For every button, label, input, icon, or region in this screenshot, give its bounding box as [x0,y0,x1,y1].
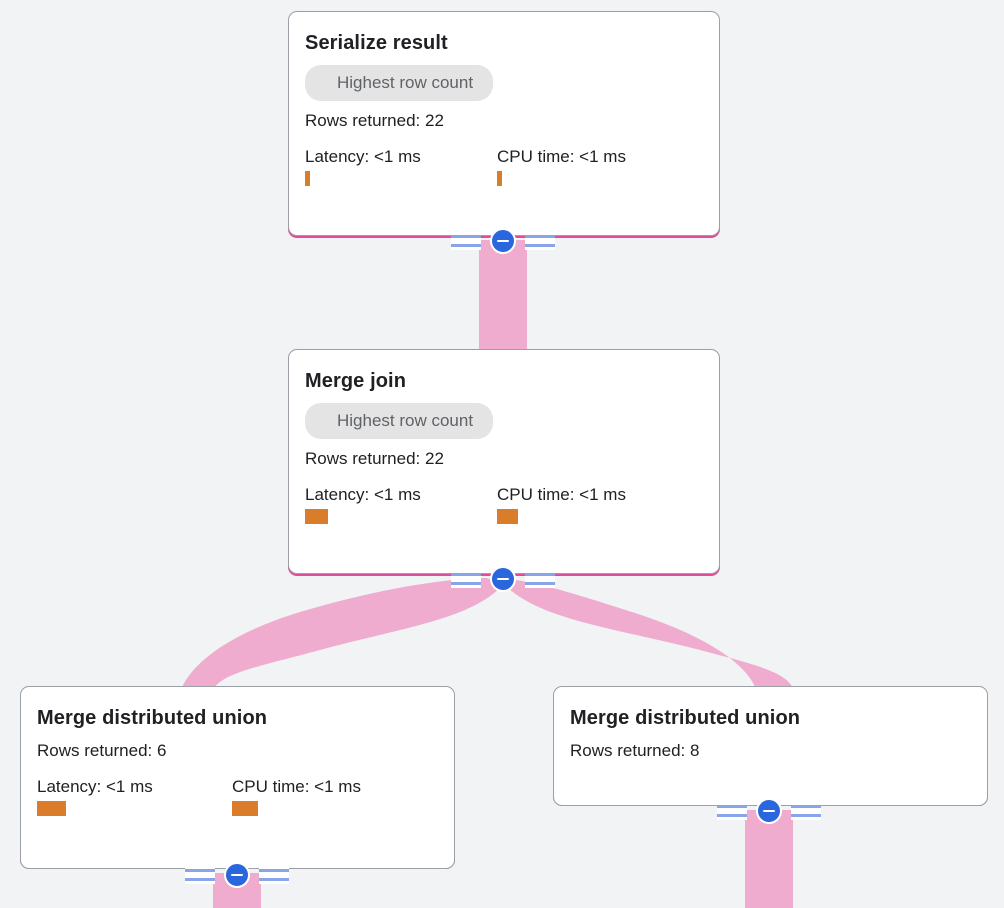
node-rows-returned: Rows returned: 22 [305,449,444,468]
toggle-rails [451,570,555,588]
metric-cpu-time-label: CPU time: <1 ms [497,485,626,504]
rail-line [791,805,821,808]
node-card-merge-join[interactable]: Merge join Highest row count Rows return… [288,349,720,574]
rail-line [185,869,215,872]
rail-line [525,244,555,247]
node-card-merge-distributed-union-right[interactable]: Merge distributed union Rows returned: 8 [553,686,988,806]
node-title: Merge distributed union [37,707,268,729]
node-card-merge-distributed-union-left[interactable]: Merge distributed union Rows returned: 6… [20,686,455,869]
metric-cpu-time: CPU time: <1 ms [497,146,626,186]
node-metrics: Latency: <1 ms CPU time: <1 ms [37,776,438,816]
metric-latency-label: Latency: <1 ms [305,147,421,166]
metric-latency-label: Latency: <1 ms [37,777,153,796]
minus-glyph [497,577,509,581]
node-badge-highest-row-count: Highest row count [305,403,494,439]
metric-cpu-time: CPU time: <1 ms [232,776,361,816]
minus-circle-icon[interactable] [490,566,516,592]
metric-cpu-time-bar [232,801,258,816]
minus-glyph [763,809,775,813]
collapse-toggle-merge-distributed-union-left[interactable] [185,862,289,888]
toggle-rails [717,802,821,820]
node-metrics: Latency: <1 ms CPU time: <1 ms [305,146,703,186]
edge-union-right-to-child [745,810,793,908]
minus-glyph [497,239,509,243]
collapse-toggle-merge-distributed-union-right[interactable] [717,798,821,824]
rail-line [451,582,481,585]
node-body: Serialize result Highest row count Rows … [289,12,719,200]
minus-circle-icon[interactable] [756,798,782,824]
node-title: Serialize result [305,32,448,54]
rail-line [451,244,481,247]
rail-line [525,573,555,576]
rail-line [451,573,481,576]
node-rows-returned: Rows returned: 8 [570,741,700,760]
metric-latency-bar [305,509,328,524]
rail-line [717,805,747,808]
node-badge-highest-row-count: Highest row count [305,65,494,101]
collapse-toggle-merge-join[interactable] [451,566,555,592]
metric-cpu-time-label: CPU time: <1 ms [497,147,626,166]
toggle-rails [185,866,289,884]
node-body: Merge distributed union Rows returned: 8 [554,687,987,776]
node-body: Merge distributed union Rows returned: 6… [21,687,454,830]
collapse-toggle-serialize-result[interactable] [451,228,555,254]
edge-mergejoin-to-union-right [489,578,793,692]
node-metrics: Latency: <1 ms CPU time: <1 ms [305,484,703,524]
node-body: Merge join Highest row count Rows return… [289,350,719,538]
rail-line [259,878,289,881]
metric-latency: Latency: <1 ms [305,484,497,524]
metric-cpu-time-label: CPU time: <1 ms [232,777,361,796]
rail-line [791,814,821,817]
node-card-serialize-result[interactable]: Serialize result Highest row count Rows … [288,11,720,236]
rail-line [259,869,289,872]
rail-line [525,235,555,238]
node-rows-returned: Rows returned: 6 [37,741,167,760]
node-rows-returned: Rows returned: 22 [305,111,444,130]
rail-line [717,814,747,817]
metric-cpu-time-bar [497,171,502,186]
metric-cpu-time: CPU time: <1 ms [497,484,626,524]
toggle-rails [451,232,555,250]
rail-line [525,582,555,585]
minus-circle-icon[interactable] [490,228,516,254]
metric-latency: Latency: <1 ms [37,776,232,816]
metric-latency-bar [305,171,310,186]
edge-serialize-to-mergejoin [479,240,527,350]
metric-latency: Latency: <1 ms [305,146,497,186]
metric-latency-bar [37,801,66,816]
rail-line [185,878,215,881]
rail-line [451,235,481,238]
node-title: Merge join [305,370,407,392]
edge-mergejoin-to-union-left [180,578,503,692]
metric-cpu-time-bar [497,509,518,524]
metric-latency-label: Latency: <1 ms [305,485,421,504]
minus-circle-icon[interactable] [224,862,250,888]
node-title: Merge distributed union [570,707,801,729]
minus-glyph [231,873,243,877]
